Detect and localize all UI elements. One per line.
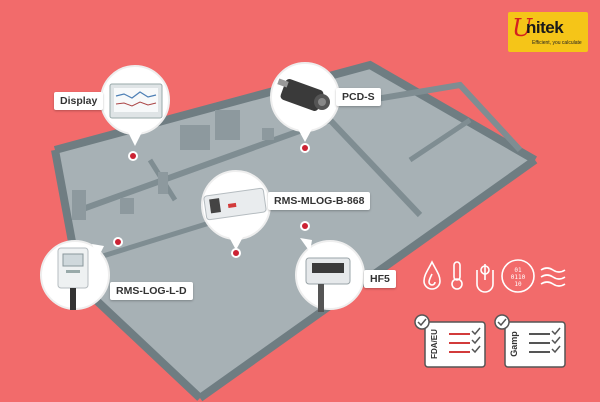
gamp-label: Gamp	[509, 331, 519, 357]
floor-slab	[55, 65, 535, 398]
logger-display-icon	[57, 247, 89, 310]
check-badge-icon	[494, 314, 510, 330]
checklist-icon	[529, 333, 550, 353]
furniture-2	[215, 110, 240, 140]
measurement-icons	[423, 259, 566, 293]
particle-counter-icon	[277, 78, 330, 112]
mlog-label: RMS-MLOG-B-868	[268, 192, 371, 210]
binary-line-3: 10	[514, 281, 522, 288]
humidity-icon	[423, 260, 441, 290]
thermometer-icon	[451, 261, 463, 290]
logo-text: nitek	[526, 18, 564, 37]
logld-label: RMS-LOG-L-D	[110, 282, 193, 300]
airflow-icon	[540, 267, 566, 287]
transmitter-icon	[305, 257, 351, 312]
floorplan	[51, 60, 538, 402]
furniture-1	[180, 125, 210, 150]
hf5-callout	[295, 238, 365, 312]
furniture-3	[262, 128, 274, 140]
binary-line-2: 0110	[511, 274, 526, 281]
binary-icon	[501, 259, 535, 293]
pressure-icon	[476, 264, 494, 293]
logo-initial: U	[512, 14, 533, 42]
inner-wall-2	[327, 117, 423, 218]
unitek-logo: U nitek Efficient, you calculate	[508, 12, 588, 52]
display-label: Display	[54, 92, 104, 110]
pcds-callout	[270, 62, 340, 142]
furniture-6	[158, 172, 168, 194]
furniture-4	[120, 198, 134, 214]
hf5-label: HF5	[364, 270, 396, 288]
inner-wall-3	[369, 81, 523, 153]
fda-eu-label: FDA/EU	[430, 329, 439, 359]
check-badge-icon	[414, 314, 430, 330]
logld-callout	[40, 240, 110, 310]
pcds-label: PCD-S	[336, 88, 381, 106]
furniture-5	[72, 190, 86, 220]
fda-eu-certificate	[414, 314, 486, 368]
binary-line-1: 01	[514, 267, 522, 274]
inner-wall-1	[78, 117, 332, 213]
checklist-icon	[449, 333, 470, 353]
display-callout	[100, 65, 170, 146]
logo-tagline: Efficient, you calculate	[532, 40, 582, 46]
location-pins	[113, 143, 310, 258]
inner-wall-4	[408, 117, 472, 163]
gamp-certificate	[494, 314, 566, 368]
logger-device-icon	[203, 187, 267, 221]
